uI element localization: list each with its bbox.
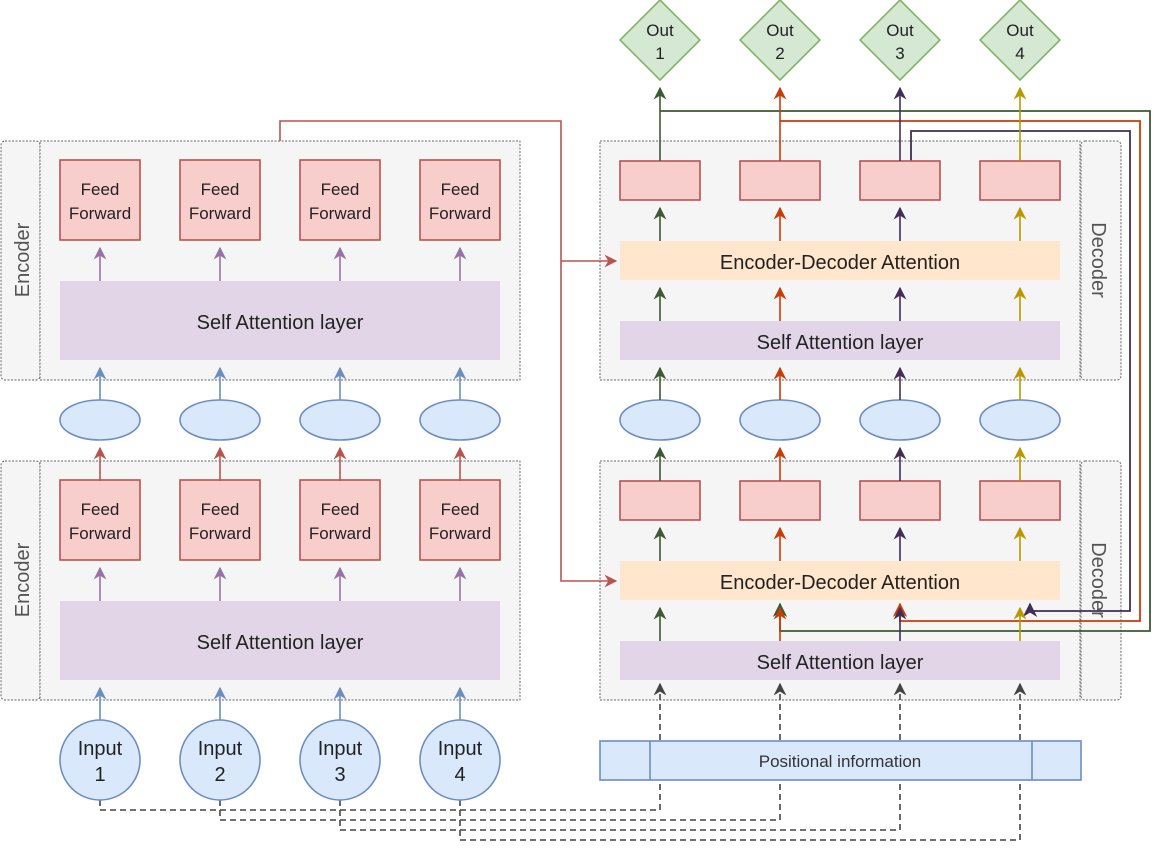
encoder-label: Encoder [12,222,34,297]
enc-dec-attention-layer [620,241,1060,280]
input-node [59,719,141,801]
output-label: 2 [775,44,784,63]
positional-information: Positional information [599,740,1082,781]
feed-forward-box [859,160,941,201]
output-label: Out [886,21,914,40]
positional-information-label: Positional information [759,752,922,771]
feed-forward-box [979,160,1061,201]
feed-forward-label: Forward [69,204,131,223]
input-node [419,719,501,801]
self-attention-label: Self Attention layer [197,312,364,334]
decoder-hidden-state [859,399,941,441]
output-node [978,0,1062,82]
input-label: 1 [94,764,105,786]
decoder-label-strip [1080,140,1122,381]
decoder-hidden-state [739,399,821,441]
encoder-label: Encoder [12,542,34,617]
output-node [858,0,942,82]
feed-forward-box [179,479,261,561]
feed-forward-label: Forward [429,204,491,223]
output-label: 3 [895,44,904,63]
feed-forward-label: Feed [201,180,240,199]
input-node [299,719,381,801]
feed-forward-label: Feed [321,180,360,199]
feed-forward-box [179,159,261,241]
enc-dec-attention-label: Encoder-Decoder Attention [720,572,960,594]
input-label: 3 [334,764,345,786]
feed-forward-label: Forward [189,524,251,543]
input-label: Input [78,738,123,760]
encoder-label-strip [0,460,41,701]
feed-forward-box [59,479,141,561]
feed-forward-label: Forward [309,204,371,223]
feed-forward-label: Feed [81,500,120,519]
feed-forward-box [299,159,381,241]
input-label: 4 [454,764,465,786]
output-label: 1 [655,44,664,63]
feed-forward-box [59,159,141,241]
self-attention-layer [60,281,500,360]
self-attention-label: Self Attention layer [757,652,924,674]
feed-forward-label: Feed [441,180,480,199]
decoder-hidden-state [619,399,701,441]
self-attention-layer [620,321,1060,360]
output-node [738,0,822,82]
decoder-hidden-state [979,399,1061,441]
encoder-label-strip [0,140,41,381]
input-label: Input [198,738,243,760]
feed-forward-box [859,480,941,521]
output-node [618,0,702,82]
encoder-hidden-state [299,399,381,441]
output-label: Out [766,21,794,40]
feed-forward-label: Forward [429,524,491,543]
output-label: Out [646,21,674,40]
feed-forward-box [619,480,701,521]
self-attention-label: Self Attention layer [197,632,364,654]
self-attention-label: Self Attention layer [757,332,924,354]
feed-forward-label: Feed [81,180,120,199]
feed-forward-label: Feed [201,500,240,519]
feed-forward-label: Forward [69,524,131,543]
input-label: Input [318,738,363,760]
feed-forward-box [739,160,821,201]
encoder-output-link [279,120,618,588]
input-label: 2 [214,764,225,786]
decoder-label-strip [1080,460,1122,701]
feed-forward-label: Forward [189,204,251,223]
feed-forward-box [619,160,701,201]
output-label: 4 [1015,44,1024,63]
enc-dec-attention-label: Encoder-Decoder Attention [720,252,960,274]
feed-forward-box [419,479,501,561]
output-label: Out [1006,21,1034,40]
self-attention-layer [620,641,1060,680]
feed-forward-box [979,480,1061,521]
feed-forward-label: Feed [441,500,480,519]
self-attention-layer [60,601,500,680]
enc-dec-attention-layer [620,561,1060,600]
encoder-hidden-state [419,399,501,441]
decoder-label: Decoder [1087,542,1109,618]
feed-forward-label: Feed [321,500,360,519]
feed-forward-label: Forward [309,524,371,543]
feed-forward-box [419,159,501,241]
input-label: Input [438,738,483,760]
encoder-hidden-state [179,399,261,441]
feed-forward-box [739,480,821,521]
decoder-label: Decoder [1087,222,1109,298]
encoder-hidden-state [59,399,141,441]
feed-forward-box [299,479,381,561]
input-node [179,719,261,801]
